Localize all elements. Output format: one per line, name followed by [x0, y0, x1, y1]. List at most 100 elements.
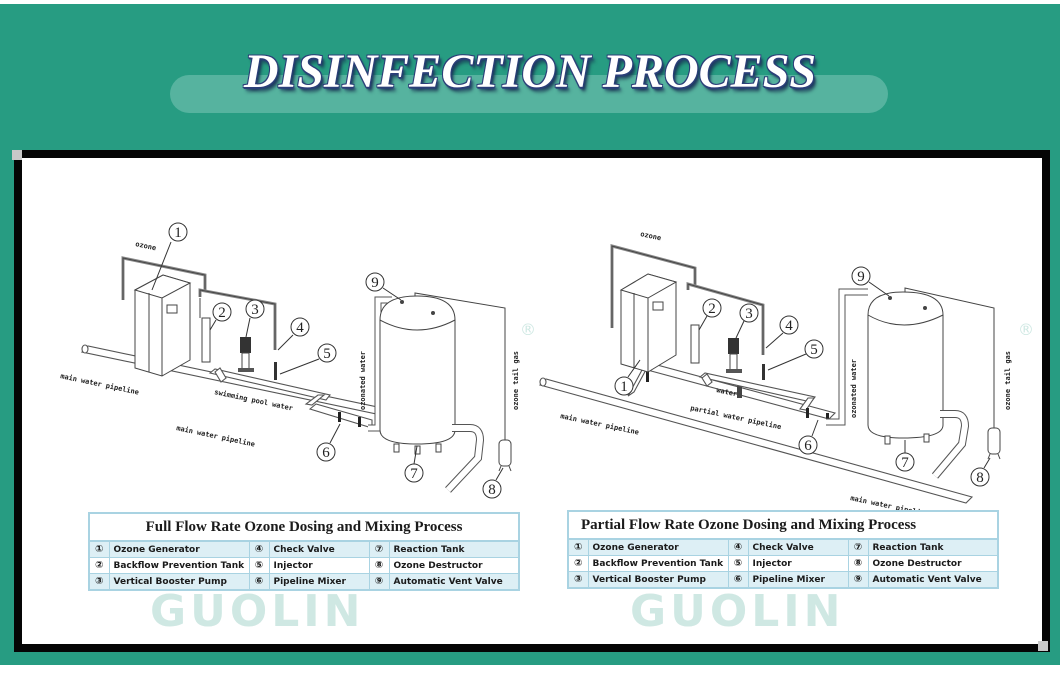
svg-text:8: 8	[488, 482, 496, 498]
booster-pump-drawing	[238, 337, 254, 372]
legend-title: Full Flow Rate Ozone Dosing and Mixing P…	[89, 513, 520, 542]
legend-number: ⑧	[847, 555, 869, 572]
callout-4: 4	[277, 317, 310, 351]
legend-row: ① Ozone Generator ④ Check Valve ⑦ Reacti…	[567, 538, 999, 556]
legend-label: Reaction Tank	[867, 538, 999, 556]
callout-8: 8	[970, 457, 991, 487]
legend-number: ④	[248, 540, 270, 558]
legend-label: Check Valve	[747, 538, 849, 556]
callout-2: 2	[209, 302, 232, 331]
callout-5: 5	[767, 339, 824, 371]
legend-row: ② Backflow Prevention Tank ⑤ Injector ⑧ …	[88, 557, 520, 574]
svg-text:9: 9	[857, 269, 865, 285]
callout-9: 9	[365, 272, 402, 301]
legend-number: ⑤	[248, 557, 270, 574]
legend-label: Pipeline Mixer	[268, 573, 370, 591]
label-main-pipeline: main water pipeline	[560, 412, 640, 436]
svg-text:5: 5	[323, 346, 331, 362]
legend-label: Injector	[268, 557, 370, 574]
callout-9: 9	[851, 266, 890, 297]
legend-table-partial-flow: Partial Flow Rate Ozone Dosing and Mixin…	[567, 510, 999, 589]
callout-1: 1	[151, 222, 188, 291]
backflow-tank-drawing	[690, 324, 700, 364]
ozone-generator-drawing	[133, 274, 192, 377]
legend-number: ⑥	[248, 573, 270, 591]
title-pill	[170, 75, 888, 113]
legend-label: Ozone Destructor	[388, 557, 520, 574]
callout-3: 3	[245, 299, 265, 338]
legend-number: ①	[567, 538, 589, 556]
callout-7: 7	[404, 445, 424, 483]
legend-label: Backflow Prevention Tank	[587, 555, 729, 572]
svg-text:7: 7	[410, 466, 418, 482]
reaction-tank-drawing	[379, 295, 456, 455]
full-flow-diagram: ozone main water pipeline swimming pool …	[60, 222, 520, 499]
label-ozone-tail-gas: ozone tail gas	[1004, 351, 1012, 410]
legend-row: ③ Vertical Booster Pump ⑥ Pipeline Mixer…	[88, 573, 520, 591]
main-water-pipe	[538, 377, 974, 504]
legend-label: Vertical Booster Pump	[587, 571, 729, 589]
page-title: DISINFECTION PROCESS	[243, 45, 817, 98]
backflow-tank-drawing	[199, 298, 211, 363]
ozone-destructor-drawing	[987, 427, 1001, 460]
legend-number: ⑨	[847, 571, 869, 589]
booster-pump-drawing	[726, 338, 742, 373]
legend-label: Automatic Vent Valve	[867, 571, 999, 589]
svg-text:2: 2	[218, 305, 226, 321]
svg-text:1: 1	[174, 225, 182, 241]
legend-label: Injector	[747, 555, 849, 572]
legend-number: ⑥	[727, 571, 749, 589]
svg-text:4: 4	[785, 318, 793, 334]
legend-label: Vertical Booster Pump	[108, 573, 250, 591]
legend-number: ②	[567, 555, 589, 572]
frame-corner-br	[1038, 641, 1048, 651]
legend-row: ③ Vertical Booster Pump ⑥ Pipeline Mixer…	[567, 571, 999, 589]
callout-7: 7	[895, 440, 915, 472]
svg-text:7: 7	[901, 455, 909, 471]
callout-1: 1	[614, 359, 641, 396]
legend-label: Automatic Vent Valve	[388, 573, 520, 591]
legend-number: ⑦	[847, 538, 869, 556]
legend-label: Reaction Tank	[388, 540, 520, 558]
callout-2: 2	[698, 298, 722, 331]
svg-text:8: 8	[976, 470, 984, 486]
reaction-tank-drawing	[867, 291, 944, 445]
legend-label: Backflow Prevention Tank	[108, 557, 250, 574]
svg-text:2: 2	[708, 301, 716, 317]
label-main-pipeline: main water pipeline	[176, 424, 256, 448]
ozone-destructor-drawing	[498, 439, 512, 472]
callout-4: 4	[765, 315, 799, 349]
callout-3: 3	[735, 303, 759, 339]
frame-corner-tl	[12, 150, 22, 160]
svg-text:6: 6	[322, 445, 330, 461]
legend-title: Partial Flow Rate Ozone Dosing and Mixin…	[568, 511, 998, 540]
legend-number: ①	[88, 540, 110, 558]
legend-number: ④	[727, 538, 749, 556]
legend-label: Ozone Destructor	[867, 555, 999, 572]
svg-text:1: 1	[620, 379, 628, 395]
label-ozonated-water: ozonated water	[850, 359, 858, 418]
callout-5: 5	[279, 343, 337, 375]
svg-text:9: 9	[371, 275, 379, 291]
partial-flow-diagram: ozone water partial water pipeline main …	[538, 230, 1012, 519]
legend-row: ② Backflow Prevention Tank ⑤ Injector ⑧ …	[567, 555, 999, 572]
label-main-pipeline: main water pipeline	[60, 372, 140, 396]
callout-6: 6	[316, 423, 341, 462]
legend-label: Pipeline Mixer	[747, 571, 849, 589]
legend-number: ③	[567, 571, 589, 589]
label-ozone-tail-gas: ozone tail gas	[512, 351, 520, 410]
label-ozonated-water: ozonated water	[359, 351, 367, 410]
legend-number: ⑦	[368, 540, 390, 558]
legend-number: ⑨	[368, 573, 390, 591]
callout-6: 6	[798, 419, 819, 455]
legend-row: ① Ozone Generator ④ Check Valve ⑦ Reacti…	[88, 540, 520, 558]
svg-text:6: 6	[804, 438, 812, 454]
svg-text:3: 3	[251, 302, 259, 318]
legend-number: ③	[88, 573, 110, 591]
legend-number: ⑤	[727, 555, 749, 572]
label-ozone: ozone	[640, 230, 662, 242]
svg-text:5: 5	[810, 342, 818, 358]
label-ozone: ozone	[135, 240, 157, 252]
top-strip	[0, 0, 1060, 4]
